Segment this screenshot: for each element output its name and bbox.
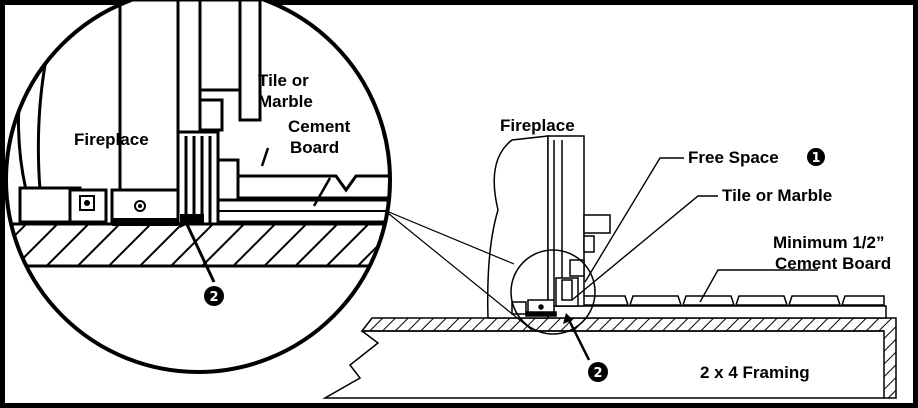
svg-text:1: 1 — [811, 151, 820, 166]
min-cement-label: Minimum 1/2”Cement Board — [773, 233, 891, 273]
framing — [322, 317, 897, 399]
leaders — [563, 157, 818, 361]
svg-text:2: 2 — [209, 290, 218, 305]
zoom-fireplace-label: Fireplace — [74, 130, 149, 149]
main-labels: Fireplace Free Space Tile or Marble Mini… — [500, 116, 891, 382]
main-fireplace-label: Fireplace — [500, 116, 575, 135]
cement-board — [529, 305, 887, 319]
zoom-circle-border — [4, 0, 392, 374]
zoom-marker: 2 — [204, 286, 224, 306]
framing-label: 2 x 4 Framing — [700, 363, 810, 382]
svg-text:2: 2 — [593, 366, 602, 381]
tile-marble-label: Tile or Marble — [722, 186, 832, 205]
tiles — [577, 295, 885, 306]
free-space-marker: 1 — [807, 148, 825, 166]
free-space-label: Free Space — [688, 148, 779, 167]
main-section — [322, 135, 897, 399]
main-marker: 2 — [588, 362, 608, 382]
detail-circle — [510, 249, 596, 335]
fireplace-body — [486, 135, 611, 319]
zoom-detail — [4, 0, 392, 374]
